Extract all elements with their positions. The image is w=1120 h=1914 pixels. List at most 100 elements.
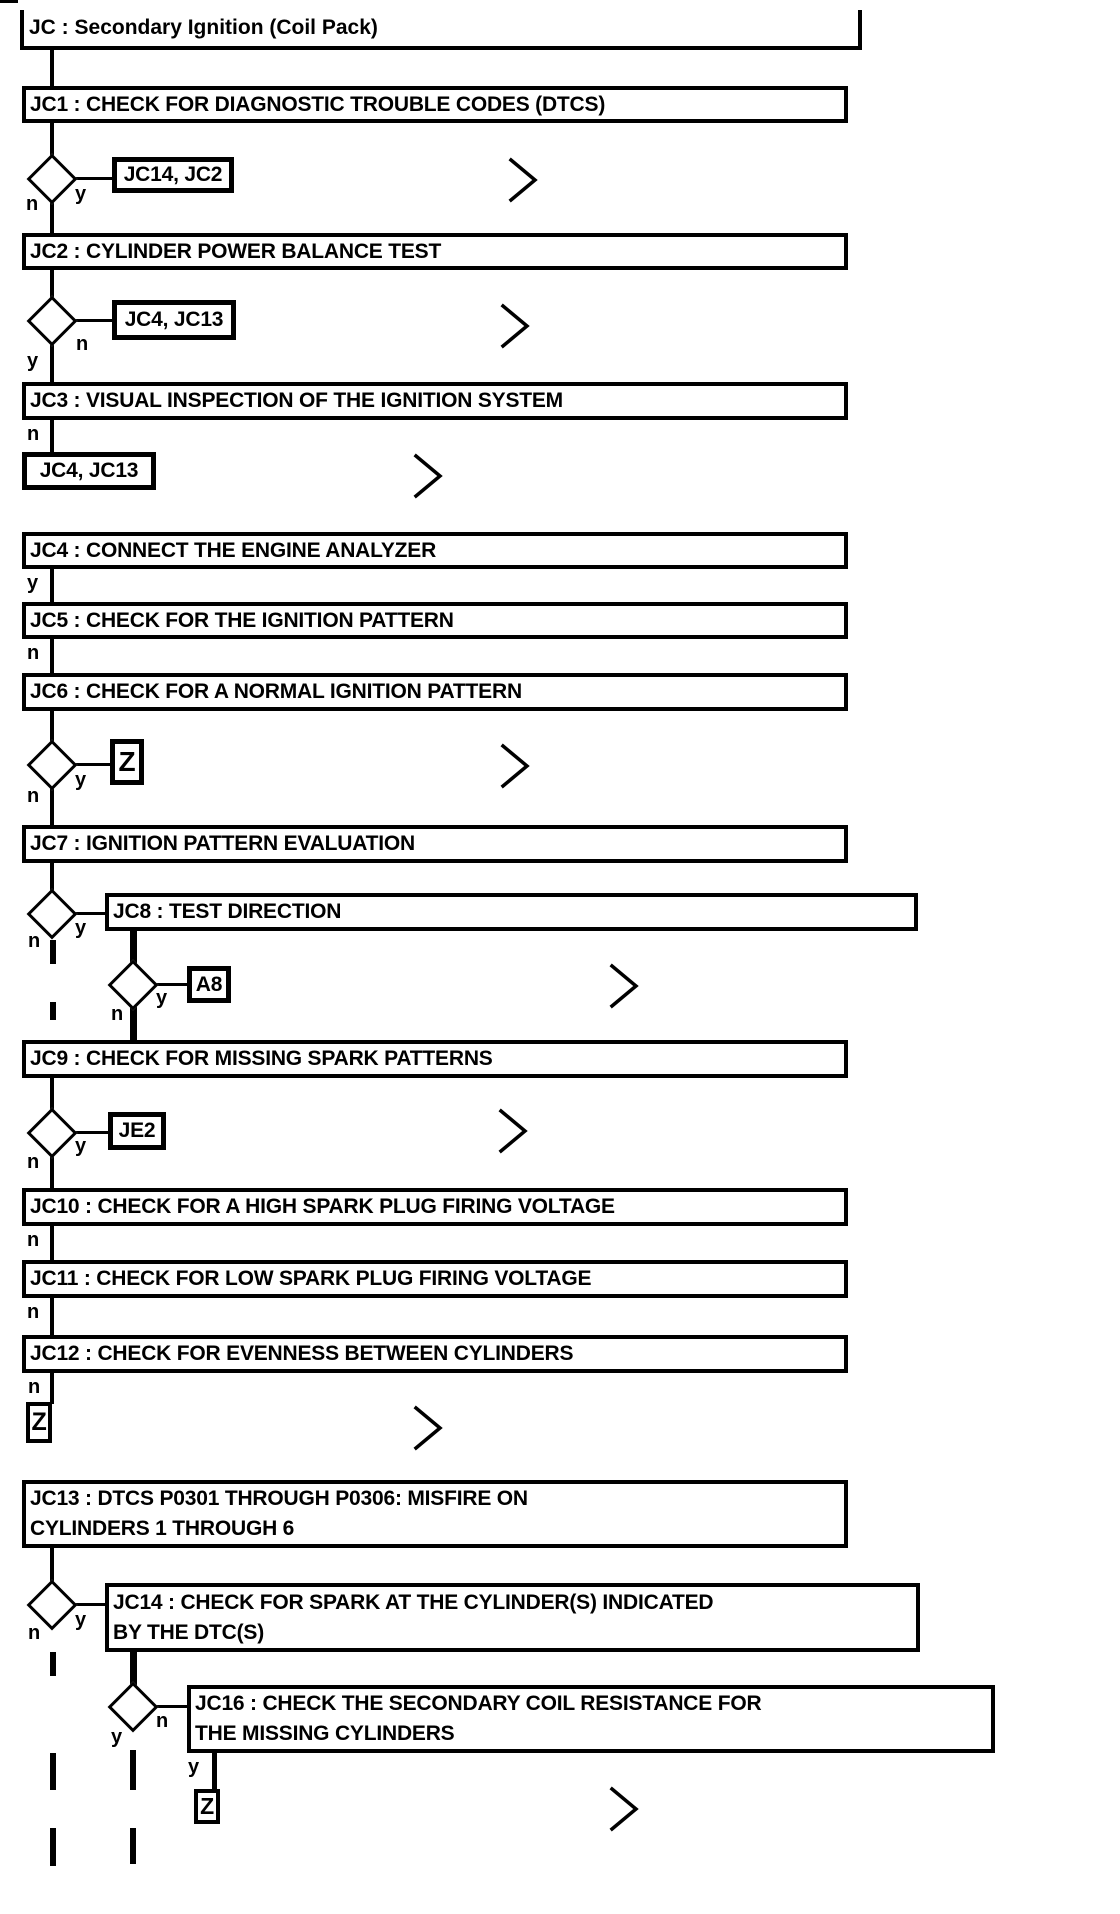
branch-label-n: n [27, 1151, 40, 1173]
decision-diamond-jc6 [26, 739, 78, 791]
continue-chevron-icon [606, 1784, 642, 1839]
jump-label: Z [200, 1793, 214, 1819]
step-box-jc12: JC12 : CHECK FOR EVENNESS BETWEEN CYLIND… [22, 1335, 848, 1373]
branch-label-n: n [111, 1003, 124, 1025]
connector-line [50, 338, 54, 382]
connector-line [50, 50, 54, 86]
step-text-line2: THE MISSING CYLINDERS [195, 1722, 455, 1745]
connector-line [50, 639, 54, 673]
connector-line [50, 1150, 54, 1188]
step-text: JC5 : CHECK FOR THE IGNITION PATTERN [30, 608, 454, 632]
branch-label-y: y [75, 183, 87, 205]
step-box-jc9: JC9 : CHECK FOR MISSING SPARK PATTERNS [22, 1040, 848, 1078]
connector-line-thick [130, 1650, 137, 1691]
dashed-connector-segment [50, 940, 56, 964]
branch-label-n: n [27, 785, 40, 807]
step-box-jc14: JC14 : CHECK FOR SPARK AT THE CYLINDER(S… [105, 1583, 920, 1652]
branch-label-y: y [27, 572, 39, 594]
step-text-line1: JC13 : DTCS P0301 THROUGH P0306: MISFIRE… [30, 1487, 528, 1510]
continue-chevron-icon [497, 301, 533, 356]
step-box-jc11: JC11 : CHECK FOR LOW SPARK PLUG FIRING V… [22, 1260, 848, 1298]
branch-label-n: n [27, 642, 40, 664]
step-text: JC2 : CYLINDER POWER BALANCE TEST [30, 239, 442, 263]
branch-label-y: y [75, 1135, 87, 1157]
step-box-jc6: JC6 : CHECK FOR A NORMAL IGNITION PATTER… [22, 673, 848, 711]
branch-connector [70, 1603, 105, 1606]
step-text: JC12 : CHECK FOR EVENNESS BETWEEN CYLIND… [30, 1342, 574, 1365]
step-box-jc8: JC8 : TEST DIRECTION [105, 893, 918, 931]
branch-label-y: y [156, 987, 168, 1009]
branch-connector [70, 763, 110, 766]
branch-label-y: y [111, 1726, 123, 1748]
connector-line [50, 420, 54, 452]
dashed-connector-segment [50, 1652, 56, 1676]
branch-label-y: y [75, 769, 87, 791]
dashed-connector-segment [130, 1828, 136, 1864]
jump-box-jc14-jc2: JC14, JC2 [112, 157, 234, 193]
continue-chevron-icon [497, 741, 533, 796]
step-text: JC8 : TEST DIRECTION [113, 900, 342, 923]
step-text: JC11 : CHECK FOR LOW SPARK PLUG FIRING V… [30, 1267, 592, 1290]
connector-line [50, 569, 54, 602]
branch-connector [70, 1131, 110, 1134]
step-text: JC10 : CHECK FOR A HIGH SPARK PLUG FIRIN… [30, 1195, 615, 1218]
jump-label: A8 [195, 972, 223, 996]
dashed-connector-segment [50, 1002, 56, 1020]
jump-label: JC14, JC2 [123, 163, 223, 186]
connector-line [50, 1226, 54, 1260]
connector-line-thick [130, 929, 137, 970]
step-text: JC3 : VISUAL INSPECTION OF THE IGNITION … [30, 389, 563, 412]
branch-label-n: n [27, 1301, 40, 1323]
jump-label: JC4, JC13 [39, 459, 139, 482]
connector-line [50, 1078, 54, 1117]
connector-line [50, 783, 54, 825]
connector-line [50, 123, 54, 164]
step-text: JC4 : CONNECT THE ENGINE ANALYZER [30, 538, 437, 562]
branch-label-n: n [28, 1376, 41, 1398]
connector-line-thick [130, 1001, 137, 1040]
branch-label-y: y [75, 1609, 87, 1631]
page-edge-mark [0, 0, 18, 3]
step-text: JC7 : IGNITION PATTERN EVALUATION [30, 832, 416, 855]
decision-diamond-jc14 [107, 1681, 159, 1733]
branch-label-n: n [28, 930, 41, 952]
branch-label-n: n [28, 1622, 41, 1644]
connector-line [50, 711, 54, 749]
step-text: JC1 : CHECK FOR DIAGNOSTIC TROUBLE CODES… [30, 92, 606, 116]
dashed-connector-segment [50, 1753, 56, 1790]
continue-chevron-icon [505, 155, 541, 210]
decision-diamond-jc2 [26, 295, 78, 347]
jump-box-jc4-jc13: JC4, JC13 [22, 452, 156, 490]
branch-label-n: n [76, 333, 89, 355]
step-box-jc10: JC10 : CHECK FOR A HIGH SPARK PLUG FIRIN… [22, 1188, 848, 1226]
continue-chevron-icon [495, 1106, 531, 1161]
step-text-line2: BY THE DTC(S) [113, 1620, 265, 1644]
step-box-jc4: JC4 : CONNECT THE ENGINE ANALYZER [22, 532, 848, 569]
branch-label-n: n [156, 1710, 169, 1732]
connector-line [50, 196, 54, 233]
step-text-line2: CYLINDERS 1 THROUGH 6 [30, 1517, 295, 1540]
jump-box-a8: A8 [187, 966, 231, 1003]
flow-title: JC : Secondary Ignition (Coil Pack) [20, 10, 862, 50]
branch-label-y: y [75, 917, 87, 939]
branch-label-n: n [27, 1229, 40, 1251]
jump-label: JE2 [118, 1119, 156, 1142]
dashed-connector-segment [130, 1750, 136, 1790]
branch-label-n: n [26, 193, 39, 215]
step-box-jc1: JC1 : CHECK FOR DIAGNOSTIC TROUBLE CODES… [22, 86, 848, 123]
step-box-jc16: JC16 : CHECK THE SECONDARY COIL RESISTAN… [187, 1685, 995, 1753]
jump-box-z: Z [194, 1789, 220, 1824]
step-text-line1: JC16 : CHECK THE SECONDARY COIL RESISTAN… [195, 1692, 762, 1715]
step-box-jc7: JC7 : IGNITION PATTERN EVALUATION [22, 825, 848, 863]
connector-line [50, 1373, 54, 1404]
branch-connector [70, 319, 112, 322]
dashed-connector-segment [50, 1828, 56, 1866]
connector-line [50, 863, 54, 898]
step-box-jc2: JC2 : CYLINDER POWER BALANCE TEST [22, 233, 848, 270]
branch-connector [70, 177, 112, 180]
connector-line [50, 1298, 54, 1335]
jump-box-z: Z [26, 1402, 52, 1443]
branch-connector [151, 1705, 187, 1708]
step-box-jc13: JC13 : DTCS P0301 THROUGH P0306: MISFIRE… [22, 1480, 848, 1548]
